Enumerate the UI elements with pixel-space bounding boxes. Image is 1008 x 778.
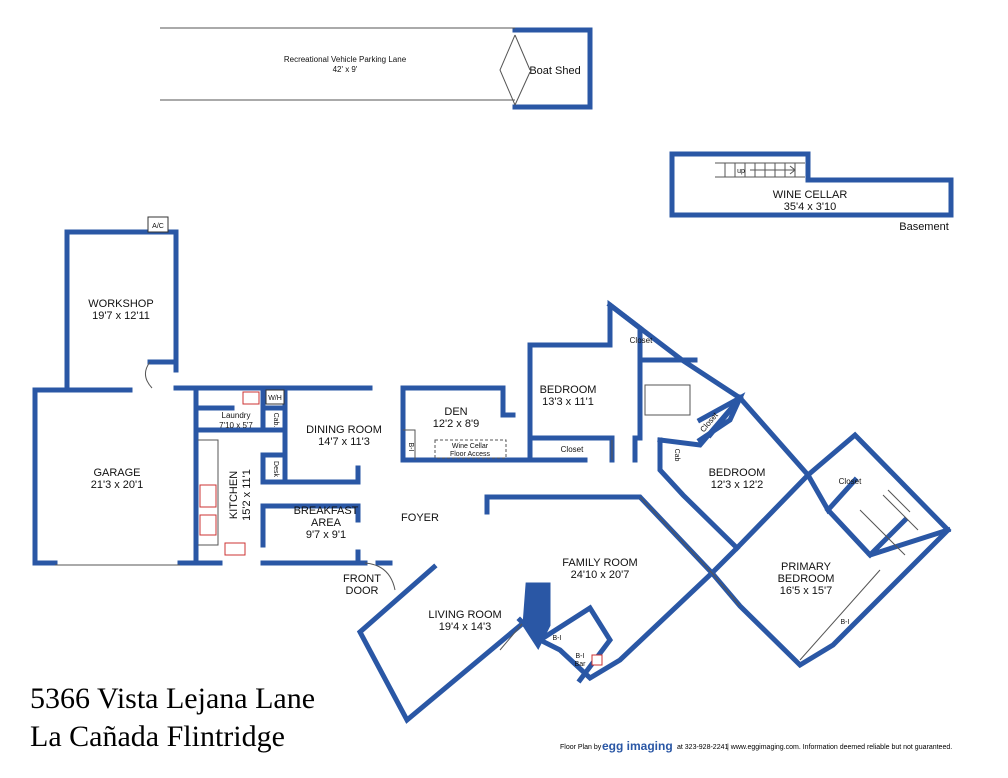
wh-label: W/H	[268, 395, 282, 402]
primary-dims: 16'5 x 15'7	[780, 585, 833, 597]
ac-unit-box	[147, 216, 169, 233]
bedroom1-dims: 13'3 x 11'1	[542, 396, 594, 408]
family-name: FAMILY ROOM	[562, 557, 637, 569]
fireplace	[522, 582, 551, 651]
dining-name: DINING ROOM	[306, 424, 382, 436]
bedroom2-dims: 12'3 x 12'2	[711, 479, 764, 491]
sink-icon	[224, 542, 246, 556]
dining-walls	[282, 385, 373, 485]
kitchen-dims: 15'2 x 11'1	[241, 469, 253, 521]
workshop-dims: 19'7 x 12'11	[92, 310, 150, 322]
rv-lane-lines	[160, 27, 515, 101]
laundry-cab-label: Cab.	[272, 413, 279, 428]
basement-label: Basement	[899, 221, 949, 233]
stair-up-label: up	[737, 168, 745, 175]
den-name: DEN	[444, 406, 467, 418]
front-door-arc	[364, 562, 396, 591]
foyer-walls	[355, 503, 393, 566]
bar-sink-icon	[591, 654, 603, 666]
primary-bi	[799, 569, 881, 661]
family-bi-label: B-I	[553, 635, 562, 642]
cellar-access-line2: Floor Access	[450, 451, 491, 458]
boat-shed-walls	[512, 27, 593, 110]
wine-cellar-dims: 35'4 x 3'10	[784, 201, 837, 213]
laundry-dims: 7'10 x 5'7	[219, 421, 253, 430]
workshop-door-arc	[145, 361, 153, 389]
desk-label: Desk	[272, 461, 279, 477]
fridge-icon	[199, 484, 217, 508]
credit-rest: | www.eggimaging.com. Information deemed…	[727, 744, 952, 751]
garage-dims: 21'3 x 20'1	[91, 479, 144, 491]
dining-dims: 14'7 x 11'3	[318, 436, 370, 448]
bedroom1-name: BEDROOM	[540, 384, 597, 396]
ac-label: A/C	[152, 223, 164, 230]
bedroom2-closet	[696, 392, 746, 444]
closet4-label: Closet	[839, 477, 862, 486]
rv-parking-name: Recreational Vehicle Parking Lane	[284, 55, 407, 64]
bath-fixtures	[644, 384, 919, 556]
credit-prefix: Floor Plan by	[560, 744, 602, 751]
breakfast-name2: AREA	[311, 517, 342, 529]
living-name: LIVING ROOM	[428, 609, 501, 621]
bar-label: Bar	[575, 661, 587, 668]
primary-bi-label: B-I	[841, 619, 850, 626]
boat-shed-name: Boat Shed	[529, 65, 580, 77]
bedroom2-name: BEDROOM	[709, 467, 766, 479]
address-street: 5366 Vista Lejana Lane	[30, 682, 315, 715]
wine-cellar-name: WINE CELLAR	[773, 189, 848, 201]
boat-shed-door	[499, 34, 531, 106]
water-heater-box	[265, 389, 285, 405]
kitchen-walls	[193, 427, 361, 566]
bar-bi-label: B-I	[576, 653, 585, 660]
den-cellar-hatch	[434, 439, 507, 459]
credit-phone: at 323-928-2241	[677, 744, 728, 751]
den-bi	[403, 429, 416, 460]
stair-arrow	[750, 165, 796, 175]
family-dims: 24'10 x 20'7	[571, 569, 630, 581]
foyer-name: FOYER	[401, 512, 439, 524]
breakfast-dims: 9'7 x 9'1	[306, 529, 346, 541]
primary-name2: BEDROOM	[778, 573, 835, 585]
family-walls	[484, 494, 716, 682]
living-walls	[356, 563, 526, 724]
range-icon	[199, 514, 217, 536]
front-door-name2: DOOR	[346, 585, 379, 597]
garage-walls	[32, 385, 199, 566]
front-door-name: FRONT	[343, 573, 381, 585]
workshop-name: WORKSHOP	[88, 298, 153, 310]
wine-cellar-walls	[669, 151, 954, 218]
cab-label: Cab	[673, 449, 680, 462]
cellar-access-line1: Wine Cellar	[452, 443, 489, 450]
rv-parking-dims: 42' x 9'	[333, 65, 358, 74]
den-walls	[400, 385, 533, 463]
living-dims: 19'4 x 14'3	[439, 621, 492, 633]
credit-brand: egg imaging	[602, 739, 673, 753]
den-bi-label: B-I	[407, 443, 414, 452]
breakfast-name: BREAKFAST	[294, 505, 359, 517]
kitchen-name: KITCHEN	[228, 471, 240, 519]
bedroom1-walls	[527, 299, 644, 463]
kitchen-fixtures	[198, 439, 219, 546]
garage-name: GARAGE	[93, 467, 140, 479]
workshop-walls	[64, 229, 179, 391]
closet2-label: Closet	[561, 445, 584, 454]
closet1-label: Closet	[630, 336, 653, 345]
bathroom-walls	[606, 301, 744, 441]
address-city: La Cañada Flintridge	[30, 720, 285, 753]
primary-name: PRIMARY	[781, 561, 832, 573]
laundry-name: Laundry	[222, 411, 251, 420]
den-dims: 12'2 x 8'9	[433, 418, 479, 430]
laundry-sink-icon	[242, 391, 260, 405]
sliding-doors	[499, 440, 741, 651]
